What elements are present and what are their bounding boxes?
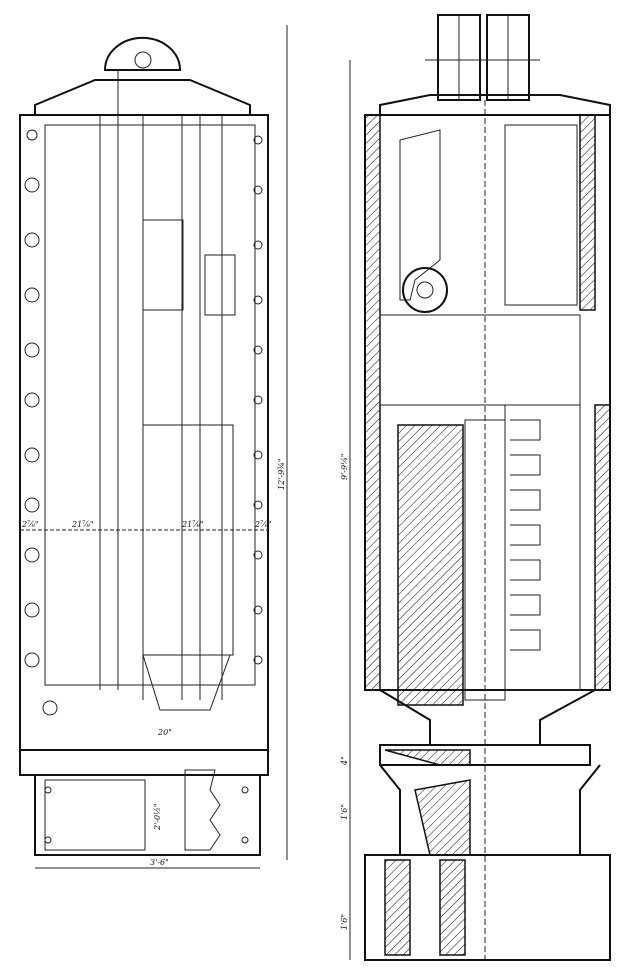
pulleys <box>425 14 540 101</box>
dim-right-a: 1'6" <box>340 804 349 820</box>
dim-overall-height-right: 9'-9¼" <box>340 453 349 480</box>
dim-bay-center-right: 21⅞" <box>181 520 204 529</box>
section-base <box>364 854 611 961</box>
dim-bay-left: 2⅞" <box>21 520 39 529</box>
dim-bay-center-left: 21⅞" <box>71 520 94 529</box>
top-cap <box>34 79 251 116</box>
base <box>34 774 261 856</box>
dim-overall-height-left: 12'-9¾" <box>277 458 286 490</box>
dim-bay-right: 2⅞" <box>254 520 272 529</box>
fins <box>510 419 541 651</box>
bolt-holes <box>253 135 263 665</box>
dim-base-a: 20" <box>157 728 172 737</box>
dim-right-c: 1'6" <box>340 914 349 930</box>
dim-right-b: 4" <box>340 756 349 766</box>
hinge-lugs <box>24 129 58 716</box>
right-section-view: 9'-9¼" 1'6" 4" 1'6" <box>340 14 611 961</box>
top-boss <box>134 51 152 69</box>
left-elevation-view: 2⅞" 21⅞" 21⅞" 2⅞" 20" 2'-0½" 3'-6" 12'-9… <box>19 25 288 869</box>
dim-base-width: 3'-6" <box>150 858 169 867</box>
top-dome <box>103 36 182 71</box>
hatched-rotor <box>397 424 464 706</box>
dim-base-b: 2'-0½" <box>153 803 162 831</box>
main-casing <box>19 114 269 776</box>
